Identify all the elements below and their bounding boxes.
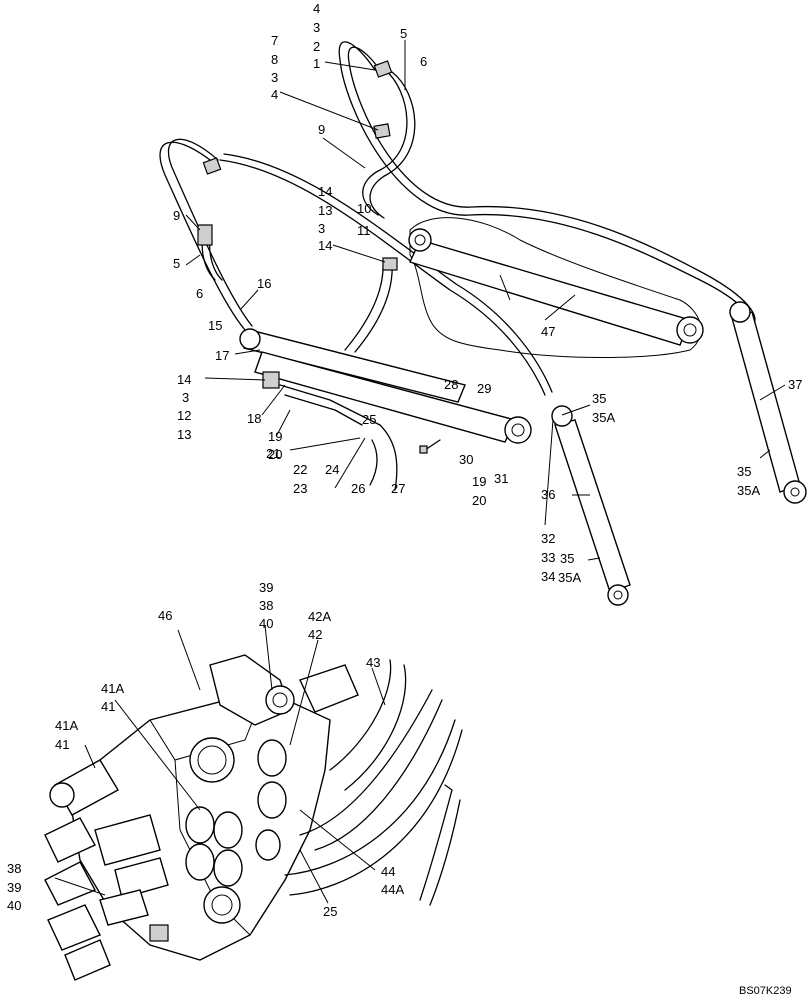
callout: 25 — [323, 904, 337, 919]
callout: 35A — [737, 483, 760, 498]
callout: 25 — [362, 412, 376, 427]
callout: 3 — [271, 70, 278, 85]
callout: 28 — [444, 377, 458, 392]
cylinder-36 — [551, 405, 631, 606]
callout: 6 — [420, 54, 427, 69]
callout: 29 — [477, 381, 491, 396]
callout: 4 — [313, 1, 320, 16]
callout: 47 — [541, 324, 555, 339]
callout: 3 — [313, 20, 320, 35]
callout: 24 — [325, 462, 339, 477]
callout: 3 — [318, 221, 325, 236]
callout: 11 — [357, 223, 371, 238]
callout: 14 — [318, 184, 332, 199]
callout: 44 — [381, 864, 395, 879]
boom-outline — [409, 217, 702, 358]
callout: 10 — [357, 201, 371, 216]
callout: 22 — [293, 462, 307, 477]
callout-labels: 4 3 2 1 7 8 3 4 5 6 9 14 13 3 14 10 11 9… — [7, 1, 802, 919]
callout: 15 — [208, 318, 222, 333]
callout: 41A — [101, 681, 124, 696]
callout: 35 — [592, 391, 606, 406]
callout: 41A — [55, 718, 78, 733]
callout: 13 — [177, 427, 191, 442]
callout: 33 — [541, 550, 555, 565]
callout: 18 — [247, 411, 261, 426]
callout: 8 — [271, 52, 278, 67]
valve-hoses — [284, 659, 463, 906]
callout: 21 — [266, 446, 280, 461]
callout: 19 — [472, 474, 486, 489]
callout: 41 — [101, 699, 115, 714]
callout: 19 — [268, 429, 282, 444]
callout: 6 — [196, 286, 203, 301]
callout: 13 — [318, 203, 332, 218]
callout: 40 — [7, 898, 21, 913]
callout: 38 — [7, 861, 21, 876]
callout: 7 — [271, 33, 278, 48]
callout: 23 — [293, 481, 307, 496]
callout: 12 — [177, 408, 191, 423]
callout: 16 — [257, 276, 271, 291]
callout: 26 — [351, 481, 365, 496]
cylinder-30 — [254, 351, 532, 444]
bolt — [419, 439, 441, 454]
callout: 35A — [592, 410, 615, 425]
callout: 35 — [560, 551, 574, 566]
callout: 2 — [313, 39, 320, 54]
control-valve-assembly — [44, 654, 359, 981]
callout: 35A — [558, 570, 581, 585]
callout: 44A — [381, 882, 404, 897]
callout: 46 — [158, 608, 172, 623]
callout: 5 — [173, 256, 180, 271]
callout: 20 — [472, 493, 486, 508]
callout: 9 — [173, 208, 180, 223]
callout: 4 — [271, 87, 278, 102]
drawing-code: BS07K239 — [739, 985, 792, 997]
cylinder-17 — [239, 328, 466, 403]
callout: 5 — [400, 26, 407, 41]
callout: 14 — [318, 238, 332, 253]
callout: 31 — [494, 471, 508, 486]
callout: 3 — [182, 390, 189, 405]
callout: 39 — [7, 880, 21, 895]
callout: 42 — [308, 627, 322, 642]
callout: 37 — [788, 377, 802, 392]
cylinder-47 — [408, 228, 704, 346]
hose-clamps — [197, 60, 398, 271]
callout: 17 — [215, 348, 229, 363]
leader-lines — [54, 40, 786, 904]
callout: 9 — [318, 122, 325, 137]
upper-hose-loop — [338, 41, 756, 353]
callout: 14 — [177, 372, 191, 387]
callout: 42A — [308, 609, 331, 624]
callout: 40 — [259, 616, 273, 631]
callout: 36 — [541, 487, 555, 502]
callout: 35 — [737, 464, 751, 479]
cylinder-37 — [729, 301, 807, 504]
callout: 38 — [259, 598, 273, 613]
callout: 1 — [313, 56, 320, 71]
callout: 20 — [268, 447, 282, 462]
callout: 39 — [259, 580, 273, 595]
callout: 27 — [391, 481, 405, 496]
callout: 41 — [55, 737, 69, 752]
callout: 30 — [459, 452, 473, 467]
callout: 34 — [541, 569, 555, 584]
callout: 43 — [366, 655, 380, 670]
callout: 32 — [541, 531, 555, 546]
